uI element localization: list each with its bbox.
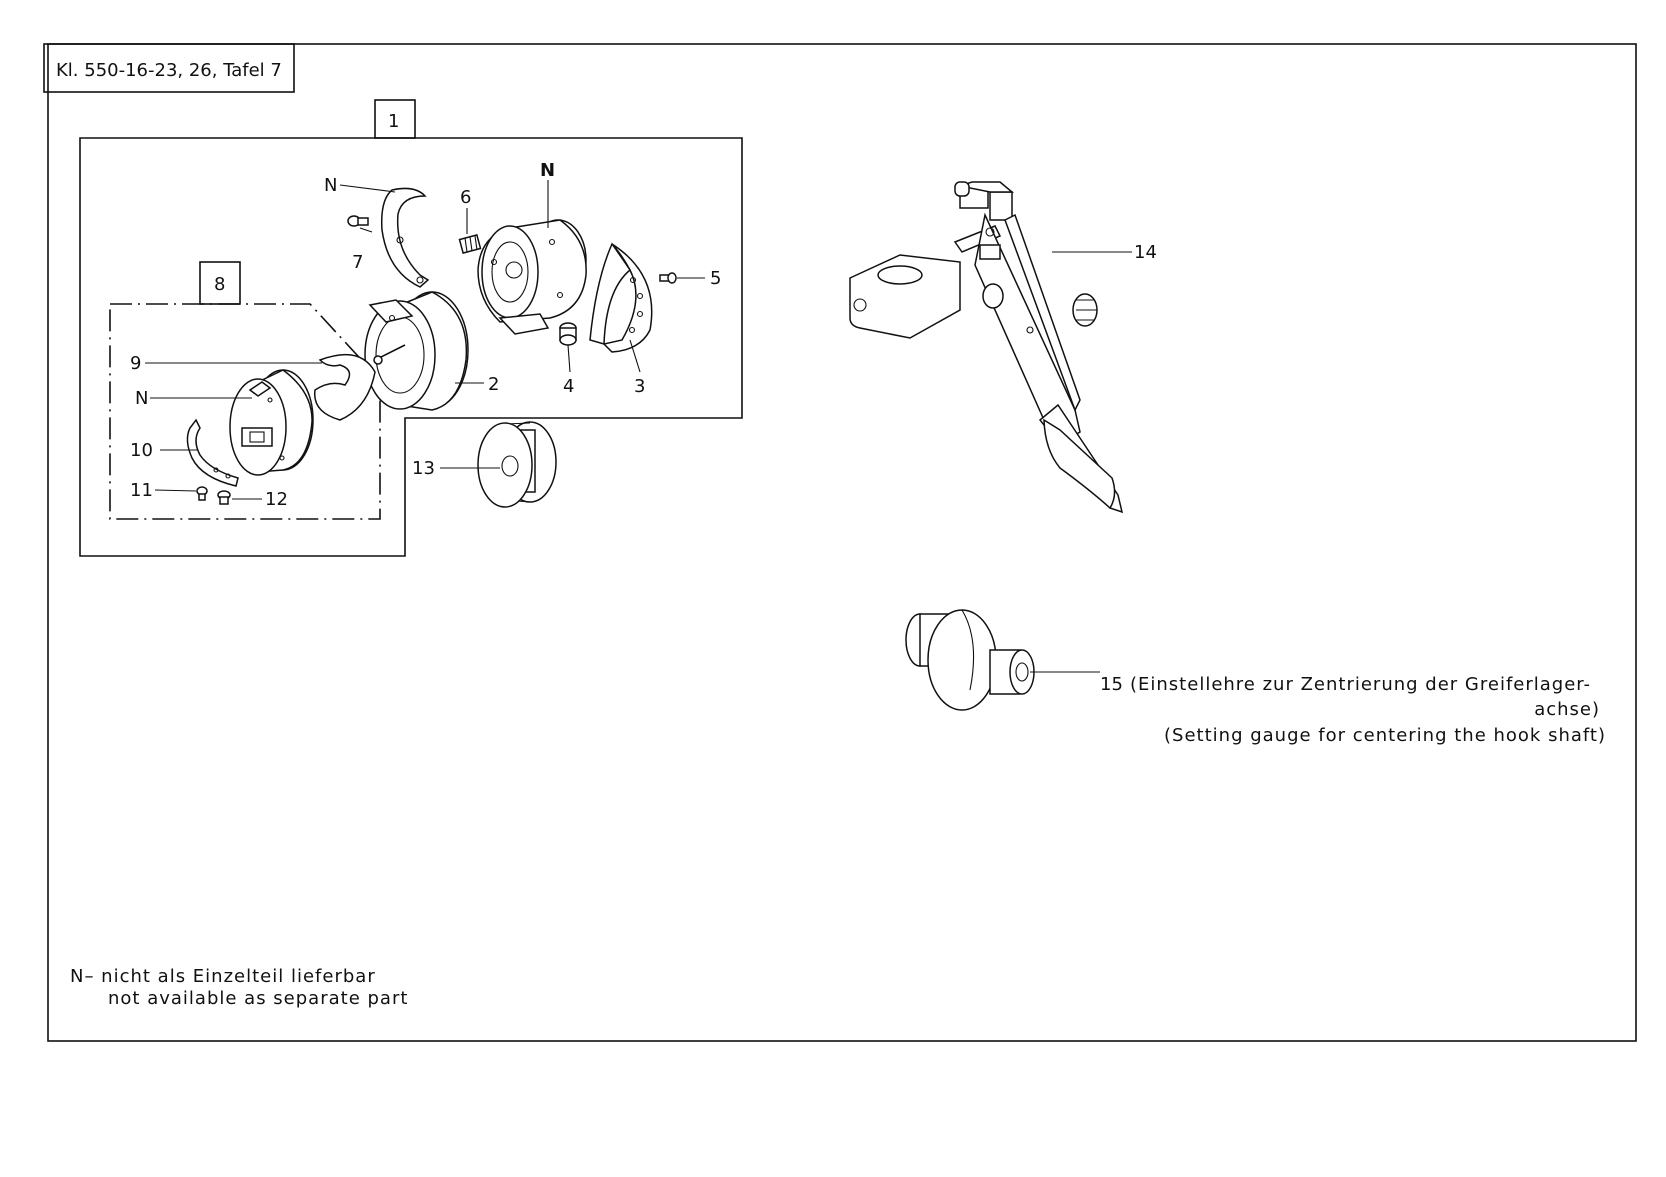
setting-gauge-part xyxy=(905,609,1035,711)
bobbin-case-part xyxy=(229,369,314,476)
callout-6: 6 xyxy=(460,187,471,208)
group-8-outline xyxy=(109,303,381,520)
callout-10: 10 xyxy=(130,440,153,461)
outer-frame xyxy=(47,43,1637,1042)
screw-11-part xyxy=(196,486,208,501)
leader-n-top-left xyxy=(339,184,396,193)
group-1-outline xyxy=(79,137,743,557)
callout-n-top-right: N xyxy=(540,160,555,181)
callout-14: 14 xyxy=(1134,242,1157,263)
header-box xyxy=(43,43,295,93)
group-8-tag xyxy=(199,261,241,305)
header-title: Kl. 550-16-23, 26, Tafel 7 xyxy=(56,60,282,81)
leader-4 xyxy=(567,344,571,373)
callout-2: 2 xyxy=(488,374,499,395)
footnote-line2: not available as separate part xyxy=(108,988,408,1009)
screw-4-part xyxy=(559,322,577,346)
hook-gib-part xyxy=(380,187,430,288)
callout-n-top-left: N xyxy=(324,175,337,196)
callout-n-group8: N xyxy=(135,388,148,409)
callout-15: 15 xyxy=(1100,674,1123,695)
callout-7: 7 xyxy=(352,252,363,273)
callout-13: 13 xyxy=(412,458,435,479)
callout-5: 5 xyxy=(710,268,721,289)
callout-12: 12 xyxy=(265,489,288,510)
group-1-tag xyxy=(374,99,416,139)
bobbin-case-base-part xyxy=(364,291,469,411)
leader-7 xyxy=(359,227,373,233)
screw-5-part xyxy=(659,272,677,284)
part15-description-en: (Setting gauge for centering the hook sh… xyxy=(1164,725,1606,746)
group-8-label: 8 xyxy=(214,274,225,295)
leader-11 xyxy=(154,489,197,492)
hook-plate-part xyxy=(589,242,653,353)
callout-3: 3 xyxy=(634,376,645,397)
leader-3 xyxy=(629,339,641,373)
bobbin-part xyxy=(477,421,557,508)
tension-spring-part xyxy=(186,418,239,487)
screw-12-part xyxy=(217,490,231,505)
adjusting-tool-part xyxy=(849,181,1124,514)
screw-6-part xyxy=(458,233,482,255)
hook-body-part xyxy=(477,219,587,335)
footnote-line1: N– nicht als Einzelteil lieferbar xyxy=(70,966,376,987)
group-1-label: 1 xyxy=(388,111,399,132)
part15-description-de-line2: achse) xyxy=(1534,699,1600,720)
part15-description-de-line1: (Einstellehre zur Zentrierung der Greife… xyxy=(1130,674,1591,695)
screw-7-part xyxy=(347,215,369,227)
spring-washer-part xyxy=(313,353,376,421)
callout-4: 4 xyxy=(563,376,574,397)
callout-11: 11 xyxy=(130,480,153,501)
callout-9: 9 xyxy=(130,353,141,374)
